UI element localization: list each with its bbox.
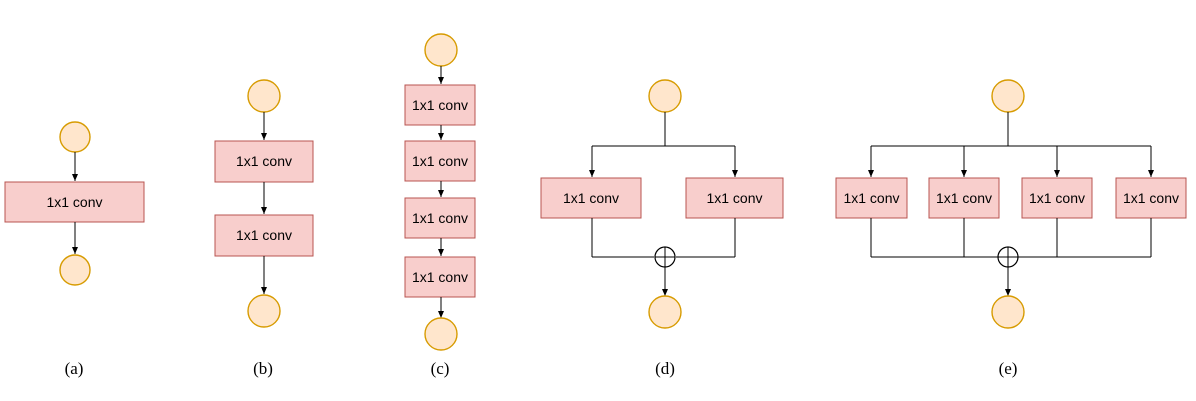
sum-icon — [997, 246, 1019, 268]
input-node — [424, 33, 458, 67]
caption-c: (c) — [431, 359, 450, 378]
conv-block-label: 1x1 conv — [1029, 190, 1085, 206]
output-node — [424, 317, 458, 351]
conv-block — [404, 197, 476, 239]
input-node — [991, 79, 1025, 113]
caption-e: (e) — [999, 359, 1018, 378]
conv-block-label: 1x1 conv — [236, 153, 292, 169]
input-node — [59, 121, 91, 153]
conv-block-label: 1x1 conv — [412, 269, 468, 285]
conv-block — [685, 177, 784, 219]
conv-block — [1021, 177, 1093, 219]
conv-block — [404, 140, 476, 182]
conv-block — [1115, 177, 1187, 219]
output-node — [648, 295, 682, 329]
conv-block — [214, 140, 314, 183]
conv-block-label: 1x1 conv — [412, 210, 468, 226]
conv-block — [404, 256, 476, 298]
caption-d: (d) — [655, 359, 675, 378]
output-node — [247, 294, 281, 328]
conv-block-label: 1x1 conv — [563, 190, 619, 206]
conv-block — [540, 177, 642, 219]
conv-block-label: 1x1 conv — [936, 190, 992, 206]
conv-block-label: 1x1 conv — [706, 190, 762, 206]
conv-block-label: 1x1 conv — [412, 97, 468, 113]
conv-block — [928, 177, 1000, 219]
conv-block-label: 1x1 conv — [412, 153, 468, 169]
conv-block-label: 1x1 conv — [843, 190, 899, 206]
variant-a: 1x1 conv (a) — [4, 121, 145, 378]
conv-block-label: 1x1 conv — [46, 194, 102, 210]
variant-b: 1x1 conv 1x1 conv (b) — [214, 79, 314, 378]
caption-a: (a) — [65, 359, 84, 378]
conv-block — [214, 214, 314, 257]
variant-d: 1x1 conv 1x1 conv (d) — [540, 79, 784, 378]
conv-block-label: 1x1 conv — [236, 227, 292, 243]
variant-e: 1x1 conv 1x1 conv 1x1 conv 1x1 conv (e) — [835, 79, 1187, 378]
output-node — [59, 254, 91, 286]
conv-block-label: 1x1 conv — [1123, 190, 1179, 206]
variant-c: 1x1 conv 1x1 conv 1x1 conv 1x1 conv (c) — [404, 33, 476, 378]
input-node — [648, 79, 682, 113]
conv-block — [404, 84, 476, 126]
output-node — [991, 295, 1025, 329]
sum-icon — [654, 246, 676, 268]
caption-b: (b) — [253, 359, 273, 378]
conv-block — [835, 177, 908, 219]
input-node — [247, 79, 281, 113]
